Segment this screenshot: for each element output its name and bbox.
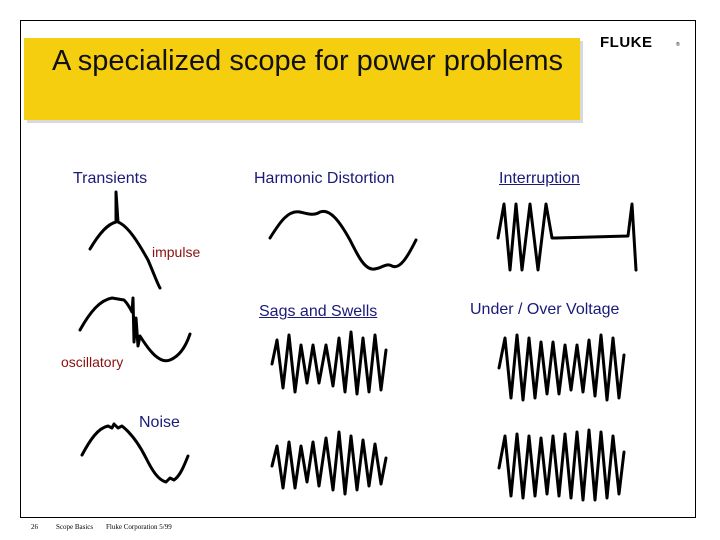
label-interruption: Interruption [499,170,580,187]
logo-mark: ® [676,42,680,48]
label-sags-and-swells: Sags and Swells [259,303,378,320]
logo-text: FLUKE [600,34,653,51]
label-noise: Noise [139,414,180,431]
slide-title: A specialized scope for power problems [52,45,563,77]
label-under-over-voltage: Under / Over Voltage [470,301,620,318]
title-bar: A specialized scope for power problems [24,38,580,120]
page-number: 26 [31,523,38,531]
label-impulse: impulse [152,244,201,260]
fluke-logo: FLUKE ® [586,24,692,62]
footer-deck-name: Scope Basics [56,523,94,531]
footer-company: Fluke Corporation 5/99 [106,523,172,531]
label-harmonic-distortion: Harmonic Distortion [254,170,395,187]
label-oscillatory: oscillatory [61,354,124,370]
slide-frame [20,20,696,518]
label-transients: Transients [73,170,148,187]
